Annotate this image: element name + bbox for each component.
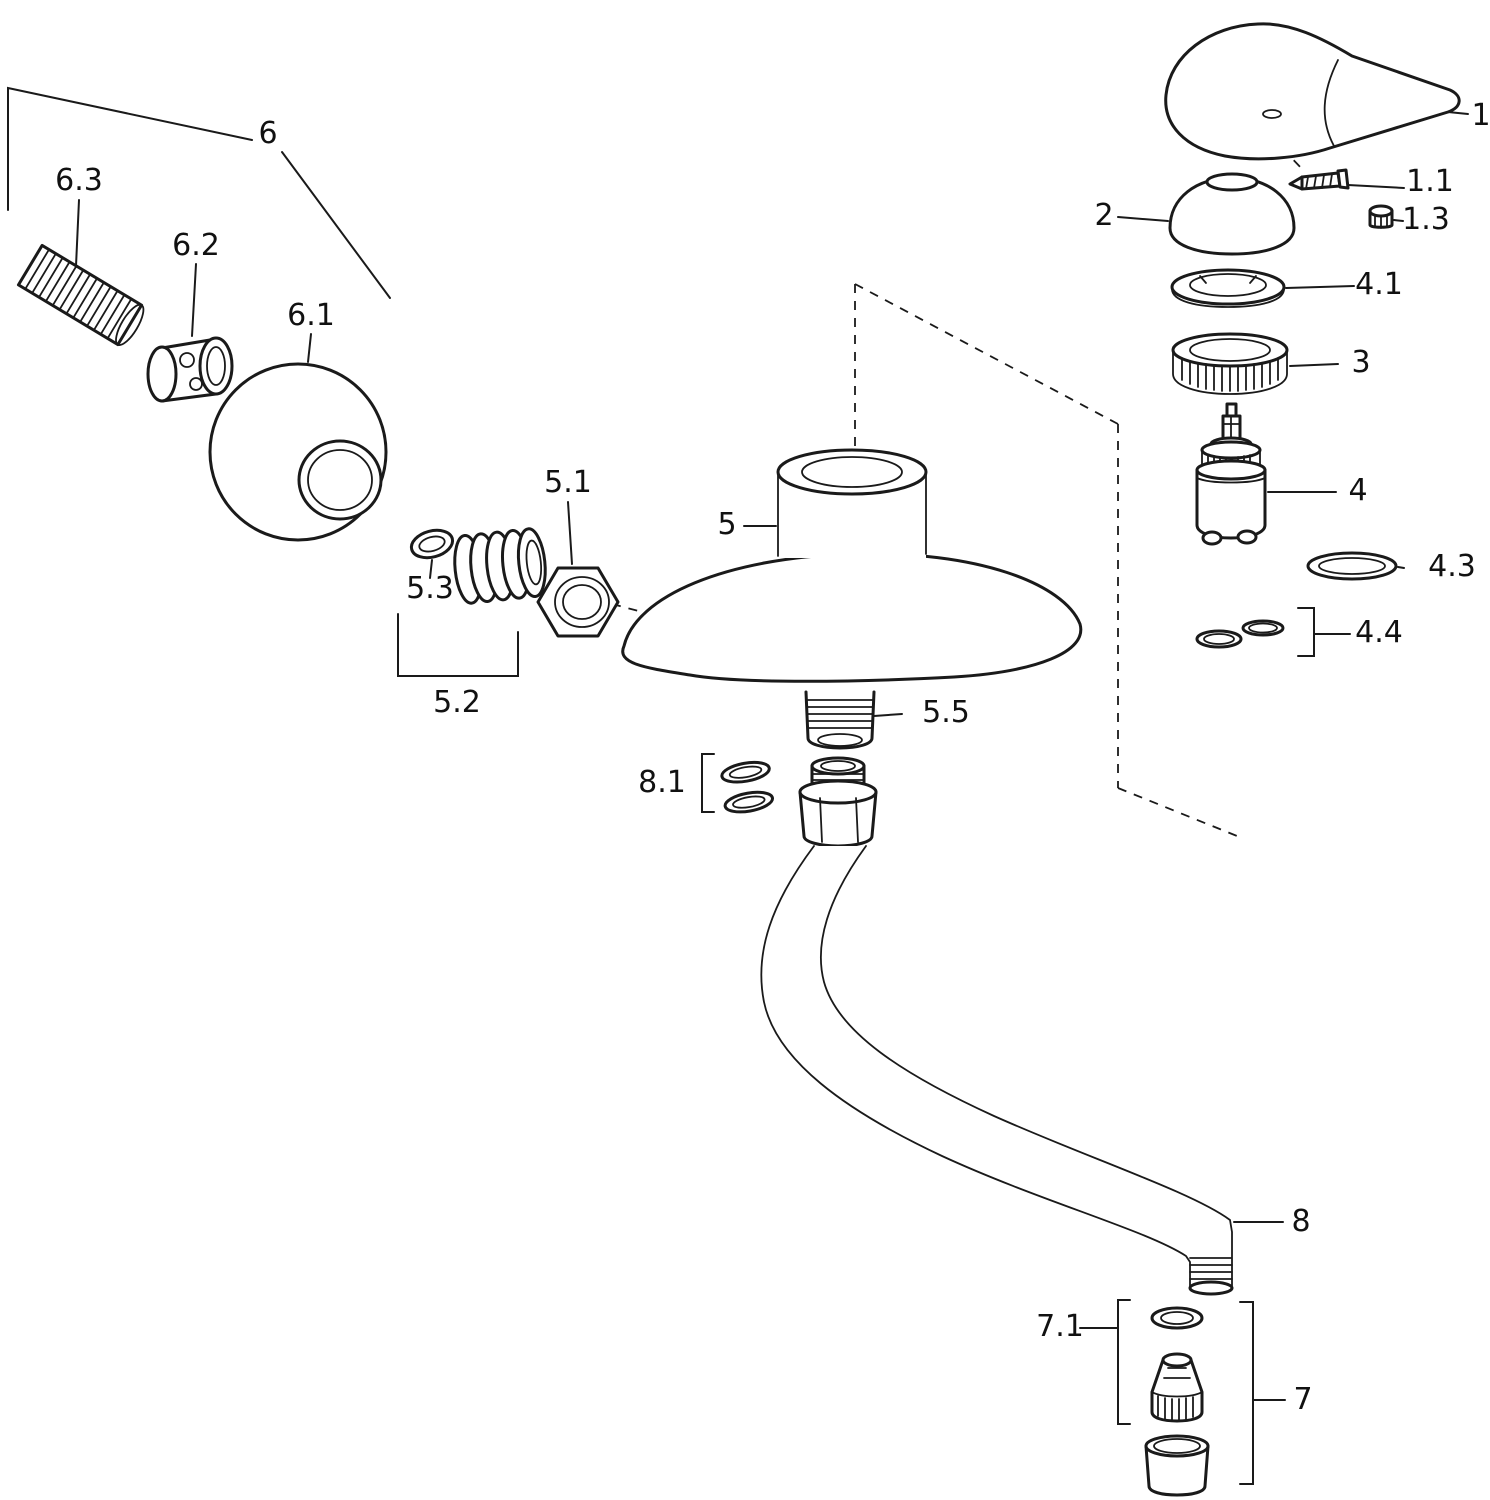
part-1-lever-handle (1164, 22, 1461, 161)
part-4-cartridge (1195, 402, 1267, 546)
outlet-thread-lines (806, 699, 874, 729)
spout-tip-thread-lines (1189, 1257, 1233, 1280)
aerator-insert-knurl-lines (1157, 1395, 1194, 1421)
aerator-washer (1150, 1306, 1204, 1330)
leader-lines (7, 86, 1469, 1485)
part-8-1-o-rings (720, 760, 774, 814)
part-label-1-1: 1.1 (1406, 164, 1454, 199)
part-5-mixer-body (621, 448, 1083, 683)
lock-ring-knurl-lines (1181, 357, 1279, 392)
part-label-6-2: 6.2 (172, 228, 220, 263)
part-4-3-o-ring (1306, 551, 1398, 581)
part-labels: 6 6.3 6.2 6.1 5.1 5 5.3 5.2 5.5 8.1 1 1.… (55, 98, 1490, 1417)
part-label-5-1: 5.1 (544, 465, 592, 500)
plug-knurl-lines (1374, 214, 1388, 229)
part-label-5-5: 5.5 (922, 695, 970, 730)
part-label-5-3: 5.3 (406, 571, 454, 606)
part-label-8: 8 (1291, 1204, 1310, 1239)
part-label-4-3: 4.3 (1428, 549, 1476, 584)
part-label-6-1: 6.1 (287, 298, 335, 333)
part-6-3-threaded-nipple (16, 243, 145, 347)
aerator-insert (1150, 1352, 1204, 1423)
part-label-7: 7 (1293, 1382, 1312, 1417)
part-7-aerator-assembly (1144, 1306, 1210, 1497)
part-6-1-escutcheon-dome (208, 362, 388, 542)
part-8-swivel-spout (760, 756, 1234, 1296)
part-label-5: 5 (717, 507, 736, 542)
part-2-dome-cap (1168, 172, 1296, 256)
part-label-1: 1 (1471, 98, 1490, 133)
part-label-1-3: 1.3 (1402, 202, 1450, 237)
part-4-4-o-rings (1195, 619, 1285, 649)
part-1-3-plug (1368, 204, 1394, 229)
screw-thread-lines (1305, 173, 1333, 190)
part-4-1-slip-ring (1170, 268, 1286, 308)
part-label-6: 6 (258, 116, 277, 151)
part-6-2-insert-sleeve (146, 336, 234, 403)
part-label-2: 2 (1094, 198, 1113, 233)
part-5-5-threaded-outlet (804, 690, 876, 750)
part-5-1-coupling-nut (536, 566, 620, 638)
part-5-2-ribbed-adapter (453, 527, 547, 605)
part-3-lock-ring (1171, 332, 1289, 395)
part-1-1-handle-screw (1288, 168, 1350, 191)
nipple-thread-lines (24, 248, 133, 340)
aerator-shell (1144, 1434, 1210, 1497)
part-label-6-3: 6.3 (55, 163, 103, 198)
part-label-4: 4 (1348, 473, 1367, 508)
part-label-7-1: 7.1 (1036, 1309, 1084, 1344)
part-label-4-4: 4.4 (1355, 615, 1403, 650)
part-5-3-washer (409, 528, 455, 560)
part-label-5-2: 5.2 (433, 685, 481, 720)
part-label-8-1: 8.1 (638, 765, 686, 800)
part-label-4-1: 4.1 (1355, 267, 1403, 302)
part-label-3: 3 (1351, 345, 1370, 380)
